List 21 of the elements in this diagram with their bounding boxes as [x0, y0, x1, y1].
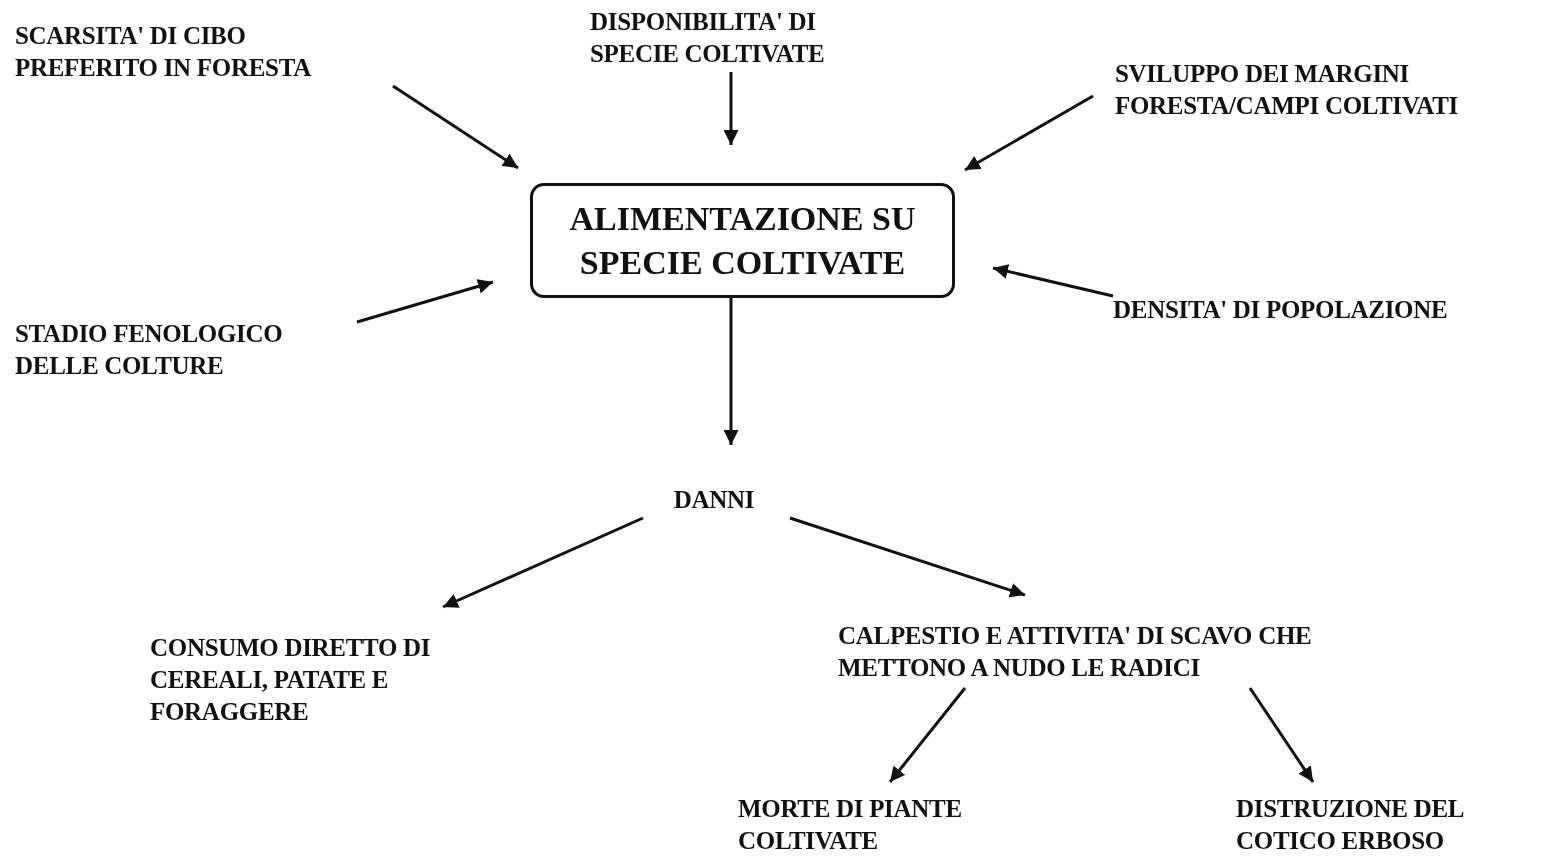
node-label: STADIO FENOLOGICO DELLE COLTURE [15, 318, 355, 382]
arrow [356, 279, 494, 324]
node-label: SCARSITA' DI CIBO PREFERITO IN FORESTA [15, 20, 385, 84]
node-label: DANNI [662, 484, 766, 516]
node-label: SVILUPPO DEI MARGINI FORESTA/CAMPI COLTIVATI [1115, 58, 1545, 122]
arrow [442, 516, 644, 609]
node-label: CALPESTIO E ATTIVITA' DI SCAVO CHE METTONO A NUDO LE RADICI [838, 620, 1328, 684]
arrow [992, 264, 1114, 298]
node-label: DISTRUZIONE DEL COTICO ERBOSO [1236, 793, 1531, 857]
node-label: DISPONIBILITA' DI SPECIE COLTIVATE [590, 6, 890, 70]
rounded-box: ALIMENTAZIONE SU SPECIE COLTIVATE [530, 183, 955, 298]
node-label: DENSITA' DI POPOLAZIONE [1113, 294, 1543, 326]
arrow [1248, 687, 1315, 783]
arrow [723, 72, 739, 145]
arrow [888, 687, 967, 783]
node-label: MORTE DI PIANTE COLTIVATE [738, 793, 1023, 857]
arrow [392, 84, 519, 170]
arrow [964, 94, 1094, 172]
arrow [789, 516, 1026, 598]
node-label: CONSUMO DIRETTO DI CEREALI, PATATE E FORAGGERE [150, 632, 495, 728]
arrow [723, 298, 739, 445]
